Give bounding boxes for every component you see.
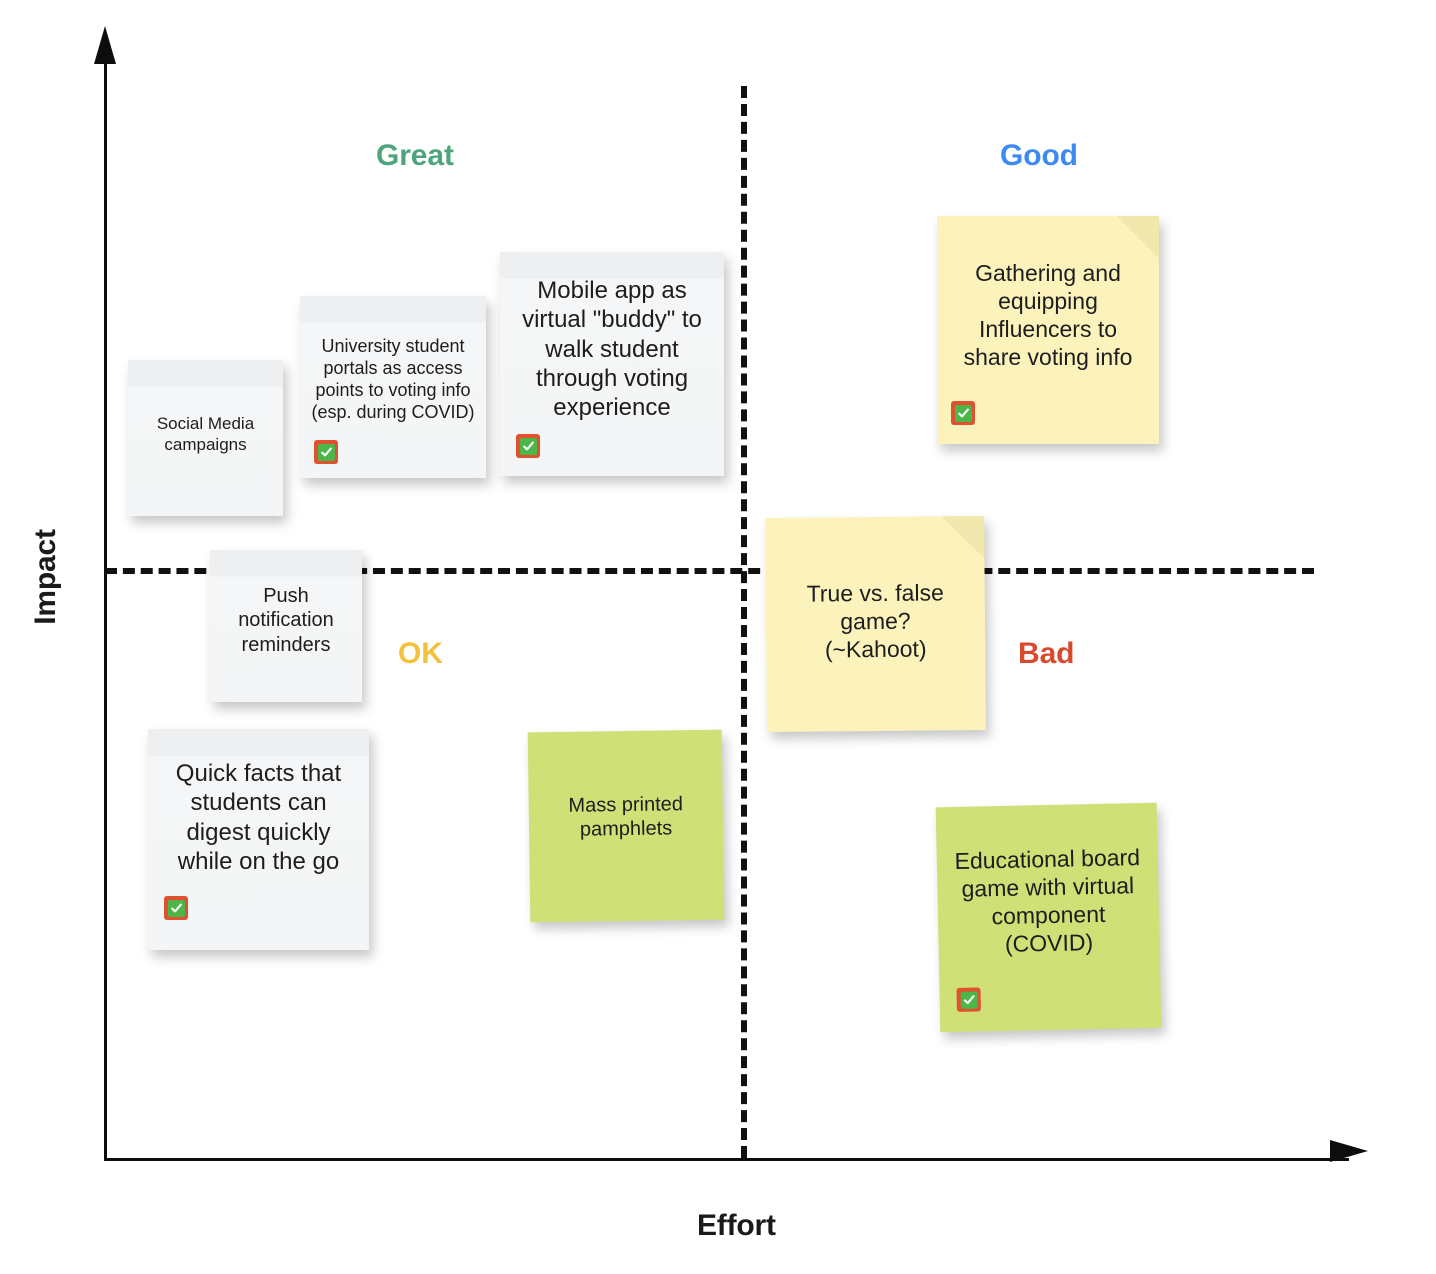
check-mark-icon[interactable]	[951, 401, 975, 425]
sticky-note-text: Push notification reminders	[238, 585, 334, 656]
sticky-note-quick-facts[interactable]: Quick facts that students can digest qui…	[148, 729, 369, 950]
x-axis-line	[104, 1158, 1349, 1161]
quadrant-label-bad: Bad	[1018, 637, 1075, 670]
sticky-note-text: True vs. false game? (~Kahoot)	[806, 579, 944, 663]
check-mark-inner	[519, 437, 537, 455]
sticky-note-text: Mass printed pamphlets	[568, 793, 684, 842]
sticky-note-body: Mobile app as virtual "buddy" to walk st…	[500, 252, 724, 476]
sticky-note-pamphlets[interactable]: Mass printed pamphlets	[527, 729, 725, 923]
x-axis-label: Effort	[697, 1209, 776, 1242]
sticky-note-true-false-game[interactable]: True vs. false game? (~Kahoot)	[765, 516, 986, 732]
sticky-note-body: University student portals as access poi…	[300, 296, 486, 478]
y-axis-arrow-icon	[94, 26, 116, 64]
x-axis-arrow-icon	[1330, 1140, 1368, 1162]
sticky-note-body: Educational board game with virtual comp…	[935, 802, 1162, 1033]
check-mark-inner	[317, 443, 335, 461]
sticky-note-text: Quick facts that students can digest qui…	[175, 760, 342, 875]
check-mark-inner	[954, 404, 972, 422]
sticky-note-body: Quick facts that students can digest qui…	[148, 729, 369, 950]
sticky-note-text: Educational board game with virtual comp…	[954, 844, 1141, 958]
sticky-note-body: Social Media campaigns	[128, 360, 283, 516]
sticky-note-board-game[interactable]: Educational board game with virtual comp…	[935, 802, 1162, 1033]
sticky-note-university-portals[interactable]: University student portals as access poi…	[300, 296, 486, 478]
quadrant-label-ok: OK	[398, 637, 443, 670]
sticky-note-body: Mass printed pamphlets	[527, 729, 725, 923]
sticky-note-social-media[interactable]: Social Media campaigns	[128, 360, 283, 516]
check-mark-inner	[167, 899, 185, 917]
sticky-note-influencers[interactable]: Gathering and equipping Influencers to s…	[937, 216, 1159, 444]
y-axis-label: Impact	[29, 529, 62, 625]
quadrant-label-great: Great	[376, 139, 454, 172]
sticky-note-text: University student portals as access poi…	[311, 336, 475, 422]
sticky-note-push-notifications[interactable]: Push notification reminders	[210, 550, 362, 702]
sticky-note-body: Gathering and equipping Influencers to s…	[937, 216, 1159, 444]
check-mark-icon[interactable]	[314, 440, 338, 464]
quadrant-label-good: Good	[1000, 139, 1078, 172]
sticky-note-body: True vs. false game? (~Kahoot)	[765, 516, 986, 732]
check-mark-icon[interactable]	[516, 434, 540, 458]
sticky-note-body: Push notification reminders	[210, 550, 362, 702]
check-mark-inner	[960, 991, 978, 1009]
sticky-note-text: Gathering and equipping Influencers to s…	[963, 260, 1133, 371]
sticky-note-mobile-app[interactable]: Mobile app as virtual "buddy" to walk st…	[500, 252, 724, 476]
sticky-note-text: Social Media campaigns	[156, 414, 255, 454]
vertical-divider-line	[741, 86, 747, 1158]
y-axis-line	[104, 60, 107, 1160]
check-mark-icon[interactable]	[956, 987, 981, 1012]
horizontal-divider-line	[105, 568, 1314, 574]
sticky-note-text: Mobile app as virtual "buddy" to walk st…	[522, 277, 702, 422]
check-mark-icon[interactable]	[164, 896, 188, 920]
